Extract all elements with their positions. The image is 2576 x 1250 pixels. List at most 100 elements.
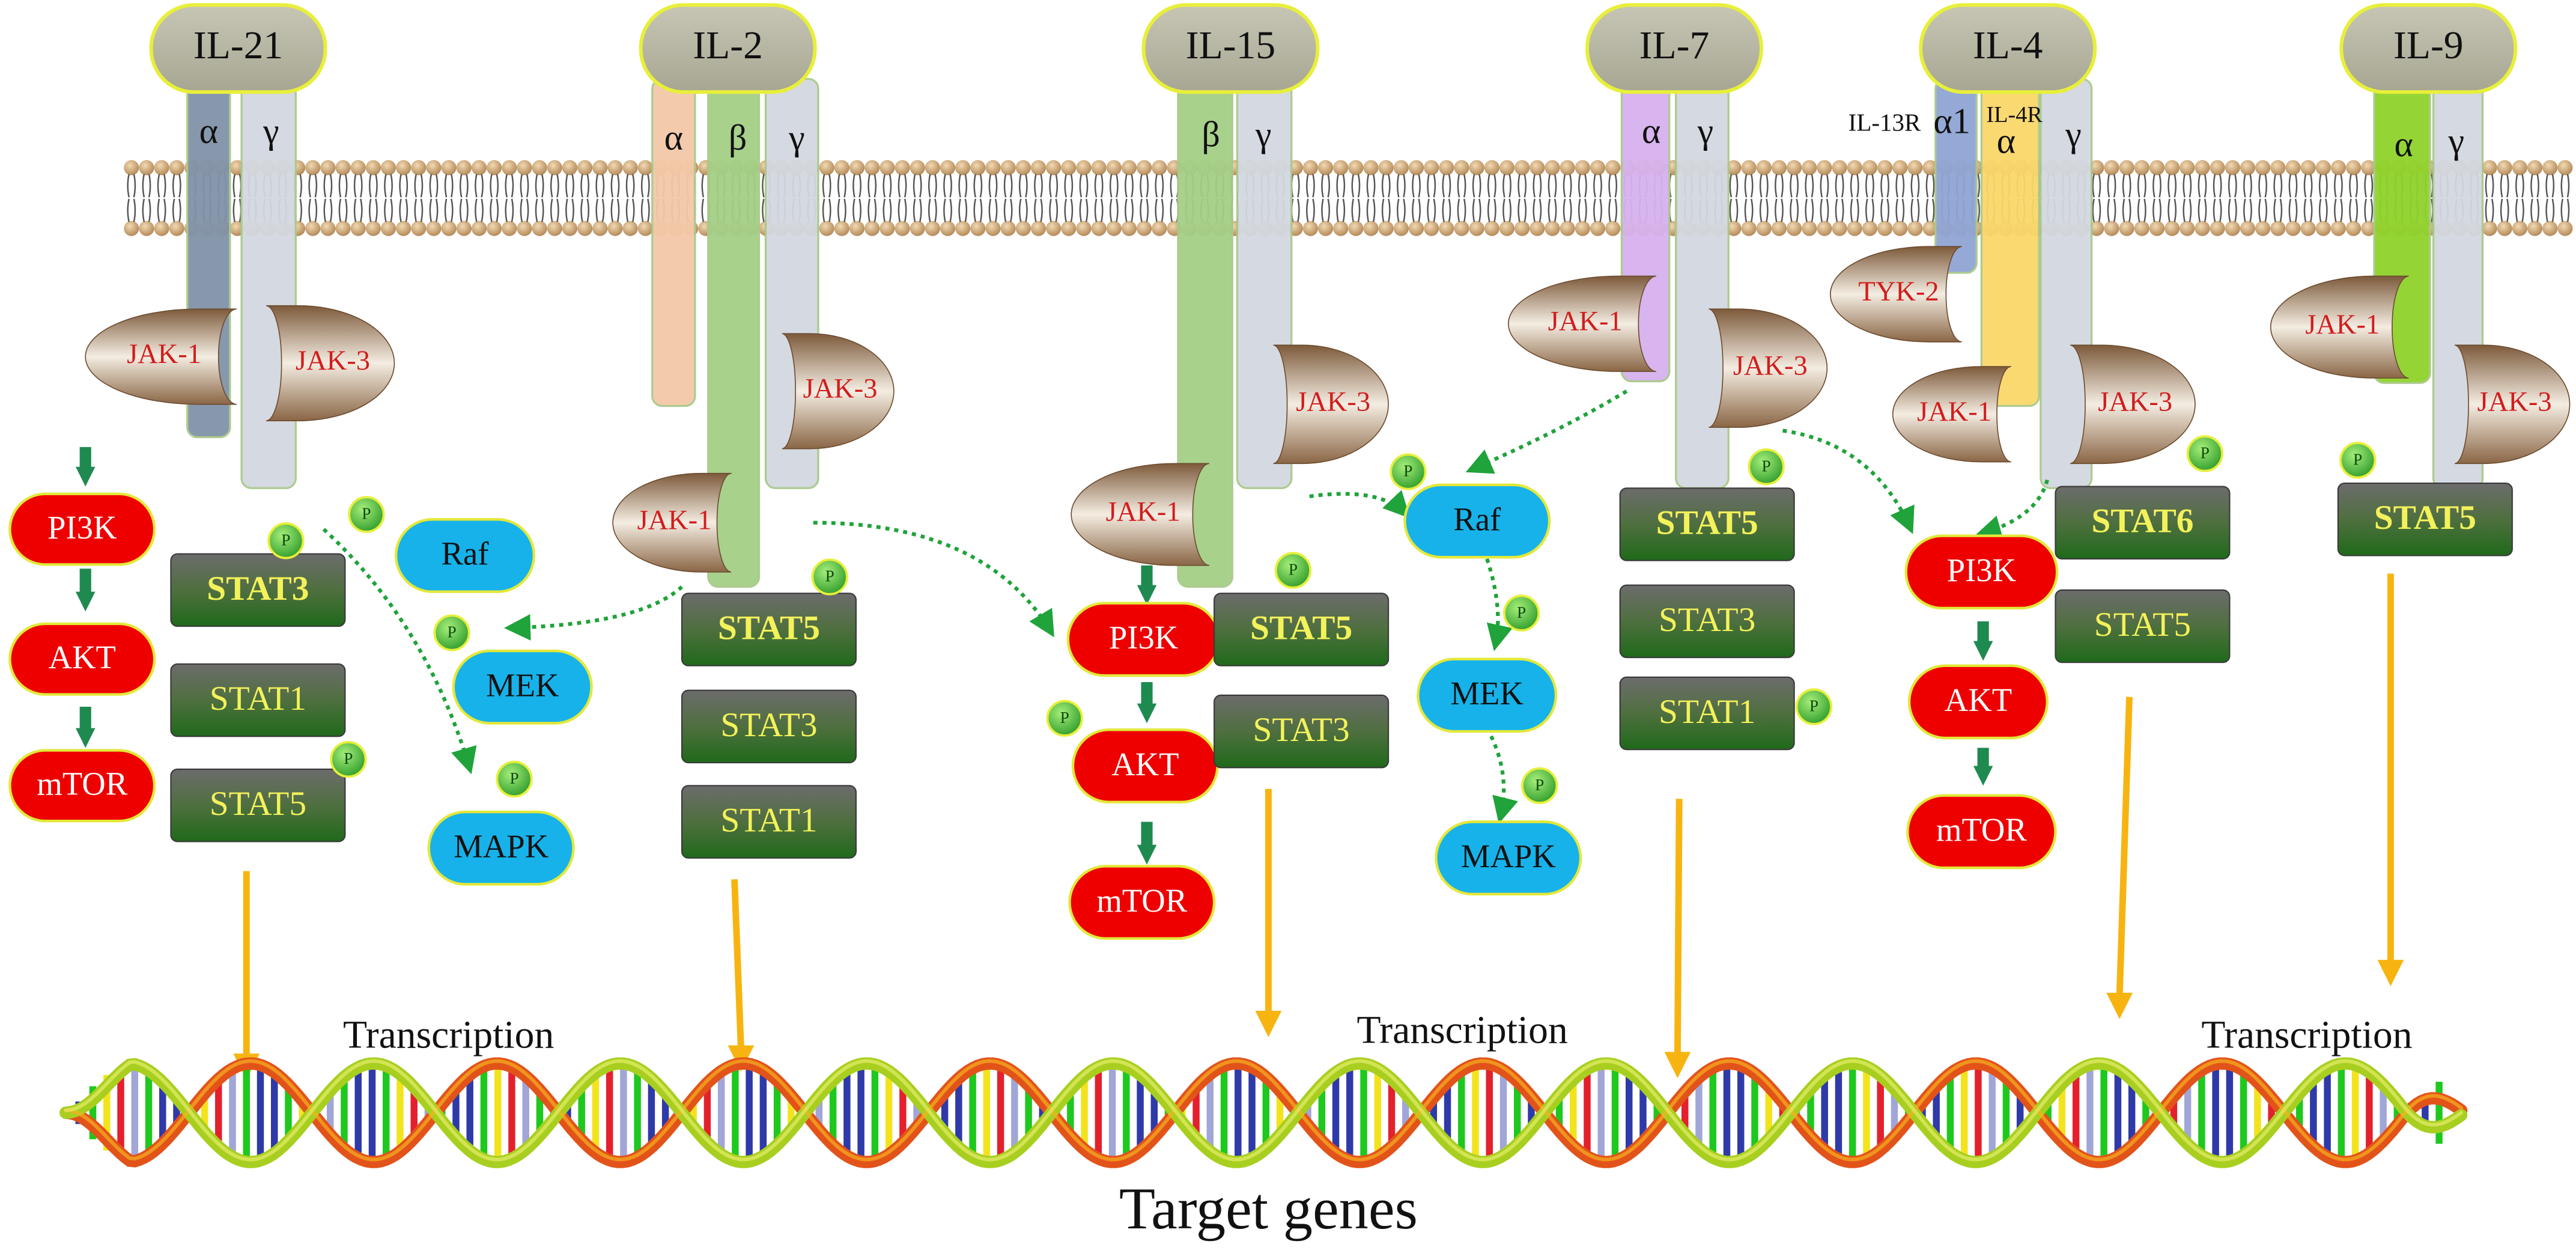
lipid-tail bbox=[1064, 174, 1074, 198]
chain-label: γ bbox=[1697, 111, 1714, 151]
lipid-head bbox=[547, 221, 562, 236]
lipid-tail bbox=[2303, 198, 2313, 222]
transcription-arrowhead bbox=[2377, 960, 2404, 986]
lipid-tail bbox=[1502, 174, 1511, 198]
lipid-tail bbox=[1412, 198, 1421, 222]
lipid-head bbox=[955, 221, 971, 236]
lipid-tail bbox=[1729, 198, 1739, 222]
lipid-tail bbox=[1790, 198, 1799, 222]
phosphate-label: P bbox=[825, 567, 834, 585]
stat5-box bbox=[681, 593, 857, 666]
lipid-head bbox=[517, 160, 532, 175]
phosphate-icon bbox=[1046, 700, 1083, 737]
chain-label: α bbox=[199, 111, 219, 151]
il15-raf-arrow bbox=[1309, 490, 1411, 519]
lipid-head bbox=[2240, 160, 2256, 175]
kinase-cascade-arrow bbox=[75, 707, 96, 748]
lipid-head bbox=[169, 160, 184, 175]
lipid-head bbox=[2330, 160, 2347, 175]
lipid-head bbox=[864, 160, 880, 175]
phosphate-icon bbox=[1390, 453, 1427, 490]
lipid-head bbox=[1726, 160, 1742, 175]
lipid-head bbox=[487, 221, 502, 236]
lipid-tail bbox=[1321, 174, 1330, 198]
jak-label: JAK-3 bbox=[2477, 386, 2552, 417]
lipid-tail bbox=[2560, 198, 2570, 222]
raf-node-label: Raf bbox=[1453, 501, 1501, 537]
mtor-node-label: mTOR bbox=[37, 766, 127, 802]
lipid-head bbox=[562, 221, 578, 236]
lipid-head bbox=[426, 221, 442, 236]
lipid-tail bbox=[2183, 198, 2192, 222]
il2-mek-arrow bbox=[504, 585, 684, 641]
stat3-box bbox=[681, 689, 857, 764]
lipid-head bbox=[1030, 160, 1046, 175]
phosphate-label: P bbox=[448, 623, 457, 641]
lipid-head bbox=[2149, 221, 2165, 236]
lipid-tail bbox=[1533, 198, 1542, 222]
stat5-box bbox=[1619, 487, 1795, 561]
lipid-tail bbox=[1018, 198, 1028, 222]
lipid-head bbox=[1802, 160, 1817, 175]
lipid-head bbox=[607, 221, 623, 236]
kinase-cascade-arrow bbox=[1973, 748, 1993, 786]
lipid-tail bbox=[1306, 174, 1315, 198]
lipid-tail bbox=[1805, 174, 1814, 198]
lipid-tail bbox=[1155, 174, 1164, 198]
mtor-node bbox=[1906, 794, 2057, 870]
lipid-tail bbox=[1895, 198, 1905, 222]
pi3k-node-label: PI3K bbox=[1947, 552, 2016, 588]
lipid-tail bbox=[2152, 174, 2161, 198]
lipid-tail bbox=[580, 174, 590, 198]
stat3-box-label: STAT3 bbox=[1253, 711, 1349, 749]
lipid-head bbox=[1408, 221, 1424, 236]
jak-label: JAK-1 bbox=[1548, 306, 1623, 337]
lipid-tail bbox=[2515, 198, 2524, 222]
chain-label: α bbox=[1997, 121, 2016, 161]
lipid-tail bbox=[475, 198, 484, 222]
lipid-head bbox=[1091, 160, 1107, 175]
lipid-head bbox=[1726, 221, 1742, 236]
stat5-box-label: STAT5 bbox=[2094, 606, 2191, 644]
chain-label: β bbox=[729, 118, 747, 158]
lipid-head bbox=[1152, 160, 1167, 175]
interleukin-bubble bbox=[2339, 3, 2518, 94]
lipid-tail bbox=[142, 198, 151, 222]
lipid-head bbox=[1499, 221, 1515, 236]
lipid-tail bbox=[550, 198, 559, 222]
lipid-tail bbox=[2318, 174, 2328, 198]
lipid-head bbox=[1408, 160, 1424, 175]
lipid-tail bbox=[1517, 198, 1527, 222]
lipid-head bbox=[305, 221, 321, 236]
lipid-head bbox=[1756, 221, 1772, 236]
lipid-tail bbox=[867, 198, 877, 222]
lipid-tail bbox=[1366, 174, 1376, 198]
lipid-tail bbox=[1563, 174, 1572, 198]
mtor-node bbox=[8, 749, 156, 823]
lipid-head bbox=[1605, 160, 1621, 175]
lipid-tail bbox=[1790, 174, 1799, 198]
lipid-tail bbox=[535, 174, 544, 198]
lipid-tail bbox=[1366, 198, 1376, 222]
lipid-head bbox=[622, 221, 638, 236]
stat3-box bbox=[170, 553, 346, 627]
lipid-tail bbox=[1925, 174, 1935, 198]
lipid-tail bbox=[1472, 198, 1481, 222]
lipid-tail bbox=[1910, 174, 1920, 198]
lipid-tail bbox=[1094, 198, 1104, 222]
lipid-head bbox=[1469, 221, 1484, 236]
lipid-tail bbox=[157, 198, 166, 222]
raf-node bbox=[1403, 483, 1551, 559]
lipid-tail bbox=[565, 174, 574, 198]
jak-shape bbox=[1709, 308, 1828, 428]
lipid-head bbox=[502, 221, 517, 236]
lipid-tail bbox=[2334, 198, 2343, 222]
lipid-head bbox=[925, 160, 940, 175]
lipid-tail bbox=[852, 174, 861, 198]
lipid-head bbox=[2285, 160, 2301, 175]
lipid-head bbox=[1302, 160, 1319, 175]
lipid-tail bbox=[459, 174, 469, 198]
lipid-head bbox=[1862, 221, 1878, 236]
raf-node bbox=[394, 518, 536, 593]
lipid-head bbox=[1817, 160, 1832, 175]
